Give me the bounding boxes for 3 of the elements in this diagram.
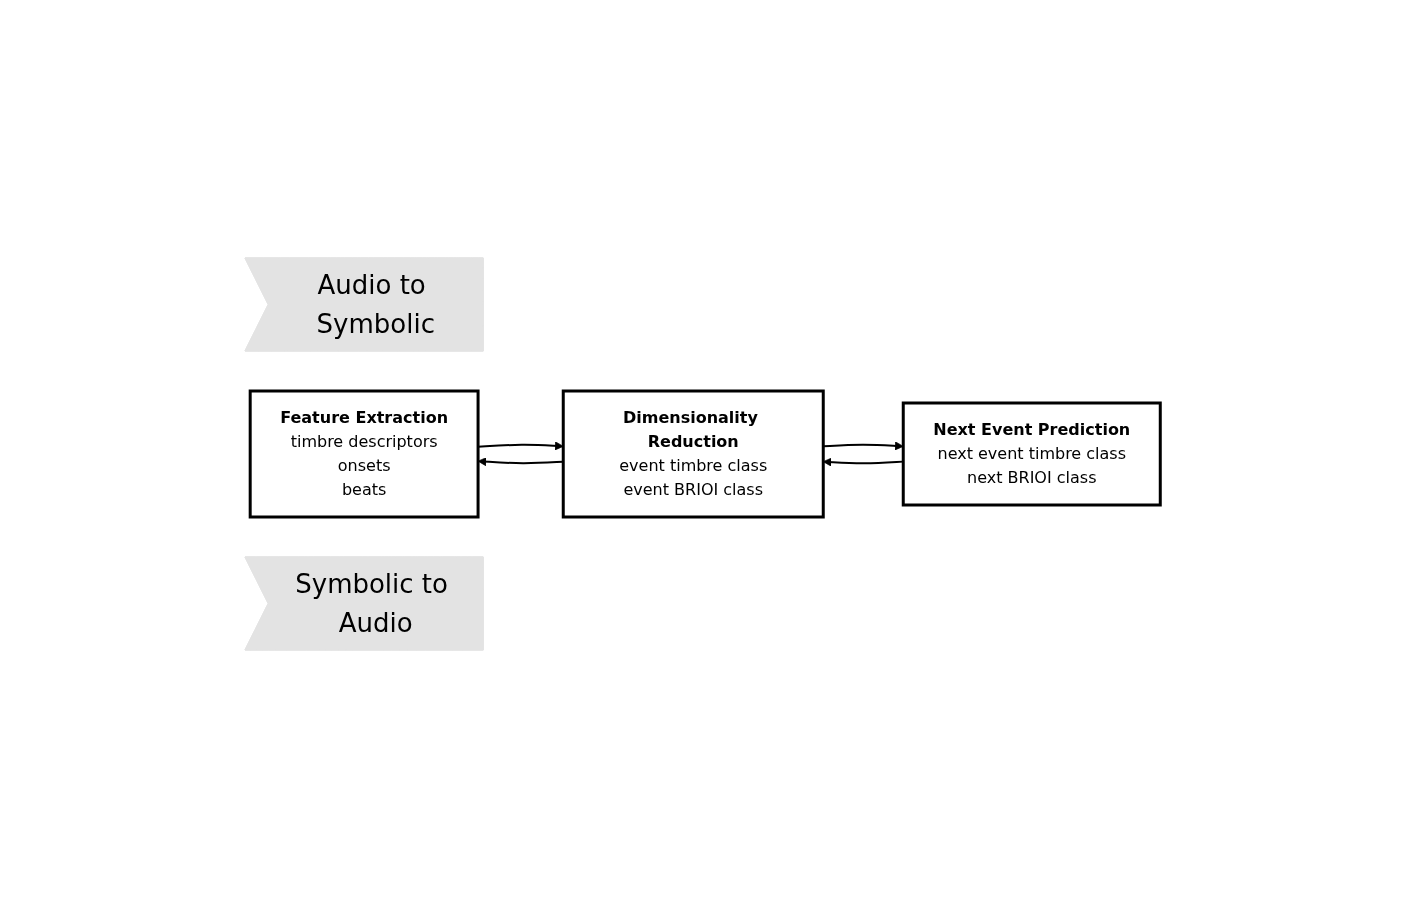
node-box: Dimensionality Reduction event timbre class event BRIOI class: [562, 389, 826, 519]
node-box: Next Event Prediction next event timbre class next BRIOI class: [902, 401, 1163, 507]
node-box: Feature Extraction timbre descriptors onsets beats: [249, 389, 480, 519]
